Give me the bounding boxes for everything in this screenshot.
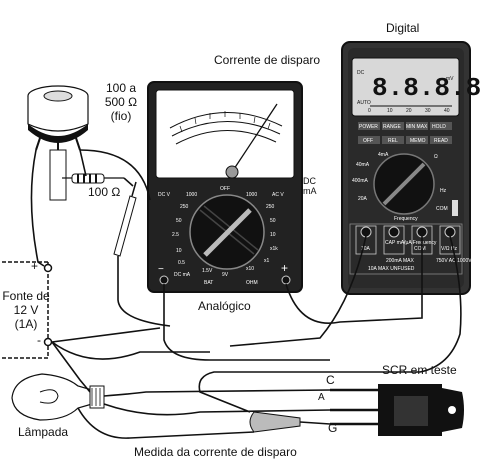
analogico-label: Analógico	[198, 299, 251, 313]
svg-text:50: 50	[270, 218, 276, 224]
svg-text:x1k: x1k	[270, 246, 278, 252]
svg-text:READ: READ	[434, 138, 448, 144]
digital-buttons[interactable]: POWER RANGE MIN MAX HOLD OFF REL MEMO RE…	[358, 122, 452, 144]
svg-text:Ω: Ω	[434, 154, 438, 160]
digital-multimeter: DC 8.8.8.8 mV AUTO 0 10 20 30 40 POWER R…	[341, 41, 481, 295]
fonte-label-3: (1A)	[14, 317, 38, 331]
svg-text:HOLD: HOLD	[432, 124, 446, 130]
lampada-label: Lâmpada	[18, 425, 69, 439]
digital-warnings: 200mA MAX 10A MAX UNFUSED 750V AC 1000V …	[368, 258, 481, 272]
svg-text:x1: x1	[264, 258, 270, 264]
svg-text:10: 10	[387, 108, 393, 114]
svg-text:2.5: 2.5	[172, 232, 179, 238]
svg-text:0.5: 0.5	[178, 260, 185, 266]
medida-label: Medida da corrente de disparo	[134, 445, 297, 459]
svg-text:+: +	[281, 261, 288, 275]
svg-text:400mA: 400mA	[352, 178, 369, 184]
lcd-reading: 8.8.8.8	[372, 73, 481, 103]
svg-text:9V: 9V	[222, 272, 229, 278]
svg-text:AC V: AC V	[272, 192, 284, 198]
svg-text:COM: COM	[436, 206, 448, 212]
svg-text:250: 250	[266, 204, 275, 210]
svg-text:1000: 1000	[246, 192, 257, 198]
analog-scale-face	[155, 89, 295, 179]
analog-jack-plus[interactable]	[281, 275, 291, 285]
analog-jack-minus[interactable]	[159, 275, 169, 285]
analog-dial-labels: DC V 1000 OFF 1000 AC V 250 250 50 50 10…	[158, 186, 284, 286]
svg-text:OFF: OFF	[220, 186, 230, 192]
svg-text:Hz: Hz	[440, 188, 447, 194]
potentiometer-icon	[27, 85, 89, 201]
lamp-icon	[11, 373, 105, 421]
svg-text:REL: REL	[388, 138, 398, 144]
svg-text:1.5V: 1.5V	[202, 268, 213, 274]
resistor-label: 100 Ω	[88, 185, 121, 199]
svg-text:OHM: OHM	[246, 280, 258, 286]
analog-needle	[231, 103, 278, 173]
scr-label: SCR em teste	[382, 363, 457, 377]
resistor-icon	[62, 173, 124, 184]
probe-icon	[113, 181, 137, 257]
svg-text:POWER: POWER	[359, 124, 378, 130]
digital-jacks[interactable]: 10A CAP mA/μA Frequency COM V/Ω Hz	[355, 225, 461, 255]
svg-text:750V AC 1000V DC: 750V AC 1000V DC	[436, 258, 481, 264]
dc-label: DC	[303, 176, 316, 186]
svg-text:V/Ω Hz: V/Ω Hz	[441, 246, 457, 252]
svg-text:250: 250	[180, 204, 189, 210]
analog-multimeter: DC V 1000 OFF 1000 AC V 250 250 50 50 10…	[147, 81, 303, 293]
lcd-unit: mV	[446, 76, 454, 82]
digital-label: Digital	[386, 21, 420, 35]
svg-text:DC mA: DC mA	[174, 272, 191, 278]
svg-text:1000: 1000	[186, 192, 197, 198]
svg-text:BAT: BAT	[204, 280, 213, 286]
corrente-disparo-label: Corrente de disparo	[214, 53, 321, 67]
supply-terminal-plus	[43, 263, 53, 273]
lcd-auto: AUTO	[357, 100, 371, 106]
svg-text:10: 10	[176, 248, 182, 254]
svg-text:CAP mA/μA Frequency: CAP mA/μA Frequency	[385, 240, 437, 246]
lcd-display	[351, 57, 460, 117]
ma-label: mA	[303, 186, 317, 196]
svg-text:MEMO: MEMO	[410, 138, 426, 144]
svg-text:OFF: OFF	[363, 138, 373, 144]
svg-text:4mA: 4mA	[378, 152, 389, 158]
fonte-label-2: 12 V	[13, 303, 39, 317]
svg-text:30: 30	[425, 108, 431, 114]
svg-text:40mA: 40mA	[356, 162, 370, 168]
svg-text:10A MAX UNFUSED: 10A MAX UNFUSED	[368, 266, 415, 272]
clip-probe-icon	[249, 411, 331, 433]
plus-sign: +	[31, 259, 39, 273]
lcd-mode: DC	[357, 70, 365, 76]
pot-value-label-2: 500 Ω	[104, 95, 138, 109]
svg-text:40: 40	[444, 108, 450, 114]
supply-terminal-minus	[43, 337, 53, 347]
svg-text:0: 0	[368, 108, 371, 114]
svg-text:20A: 20A	[358, 196, 368, 202]
svg-text:10A: 10A	[361, 246, 371, 252]
svg-text:10: 10	[270, 232, 276, 238]
svg-text:Frequency: Frequency	[394, 216, 418, 222]
wires	[30, 149, 462, 439]
lcd-bargraph-ticks: 0 10 20 30 40	[368, 108, 450, 114]
pin-a-label: A	[318, 392, 325, 403]
fonte-label-1: Fonte de	[2, 289, 50, 303]
power-supply	[2, 261, 53, 359]
svg-text:200mA MAX: 200mA MAX	[386, 258, 414, 264]
svg-text:RANGE: RANGE	[383, 124, 401, 130]
svg-text:DC V: DC V	[158, 192, 171, 198]
pin-g-label: G	[328, 421, 338, 435]
pot-value-label-1: 100 a	[105, 81, 137, 95]
scr-icon	[330, 384, 464, 436]
svg-text:50: 50	[176, 218, 182, 224]
digital-dial-labels: 4mA 40mA 400mA 20A Ω Hz Frequency COM	[352, 152, 448, 222]
pin-c-label: C	[326, 373, 335, 387]
minus-sign: -	[37, 333, 41, 347]
svg-text:−: −	[158, 264, 164, 275]
svg-text:COM: COM	[414, 246, 426, 252]
svg-text:20: 20	[406, 108, 412, 114]
pot-value-label-3: (fio)	[110, 109, 132, 123]
svg-text:x10: x10	[246, 266, 254, 272]
svg-text:MIN MAX: MIN MAX	[406, 124, 428, 130]
